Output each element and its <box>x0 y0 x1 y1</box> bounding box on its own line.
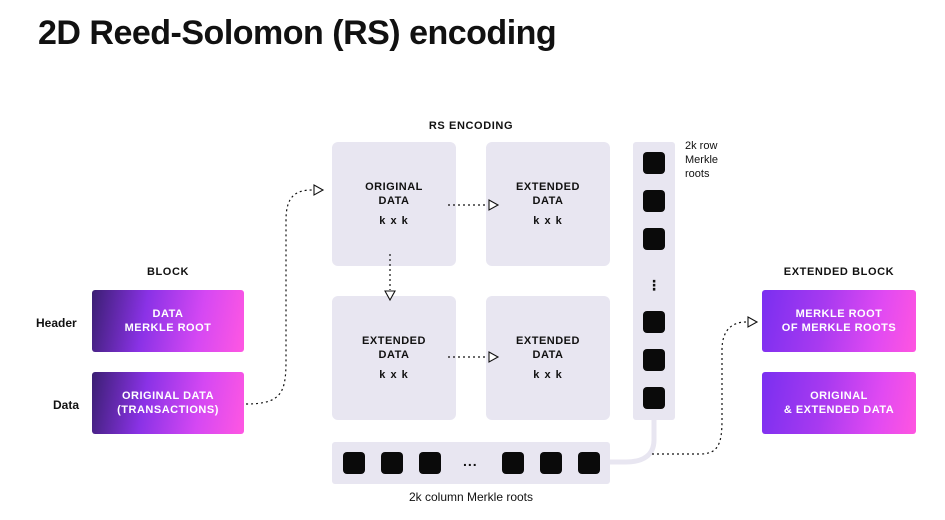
data-merkle-root-line-1: DATA <box>152 308 184 320</box>
column-merkle-roots-strip <box>332 442 610 484</box>
page-title: 2D Reed-Solomon (RS) encoding <box>38 14 557 52</box>
column-roots-ellipsis: ... <box>463 453 478 469</box>
strips-joining-connector <box>610 420 657 465</box>
extended-tr-dims: k x k <box>533 215 563 227</box>
extended-br-dims: k x k <box>533 369 563 381</box>
row-note-line-3: roots <box>685 168 710 180</box>
data-to-original-connector <box>245 189 313 405</box>
row-root-square <box>643 311 665 333</box>
column-merkle-roots-caption: 2k column Merkle roots <box>408 490 534 504</box>
row-root-square <box>643 349 665 371</box>
row-root-square <box>643 152 665 174</box>
extended-bl-line-1: EXTENDED <box>362 335 426 347</box>
extended-block-label: EXTENDED BLOCK <box>783 266 895 278</box>
extended-data-cell-bottom-right: EXTENDED DATA k x k <box>486 296 610 420</box>
data-merkle-root-box: DATA MERKLE ROOT <box>92 290 244 352</box>
row-note-line-2: Merkle <box>685 154 719 166</box>
row-note-line-1: 2k row <box>685 140 718 152</box>
row-root-square <box>643 387 665 409</box>
original-cell-line-2: DATA <box>378 195 410 207</box>
original-data-line-2: (TRANSACTIONS) <box>117 404 219 416</box>
column-root-square <box>502 452 524 474</box>
column-root-square <box>540 452 562 474</box>
merkle-root-line-2: OF MERKLE ROOTS <box>781 322 897 334</box>
original-to-extended-down-arrowhead <box>384 290 396 302</box>
data-row-label: Data <box>53 398 80 412</box>
rs-encoding-label: RS ENCODING <box>428 120 514 132</box>
row-root-square <box>643 228 665 250</box>
row-merkle-roots-strip <box>633 142 675 420</box>
data-merkle-root-line-2: MERKLE ROOT <box>124 322 212 334</box>
row-roots-ellipsis: ⋮ <box>647 277 661 293</box>
column-root-square <box>578 452 600 474</box>
extended-tr-line-2: DATA <box>532 195 564 207</box>
orig-ext-line-1: ORIGINAL <box>810 390 868 402</box>
merkle-root-line-1: MERKLE ROOT <box>795 308 883 320</box>
roots-to-extended-block-connector <box>652 321 747 455</box>
merkle-root-of-merkle-roots-box: MERKLE ROOT OF MERKLE ROOTS <box>762 290 916 352</box>
orig-ext-line-2: & EXTENDED DATA <box>783 404 895 416</box>
original-extended-data-box: ORIGINAL & EXTENDED DATA <box>762 372 916 434</box>
original-data-cell: ORIGINAL DATA k x k <box>332 142 456 266</box>
extended-br-line-1: EXTENDED <box>516 335 580 347</box>
original-cell-dims: k x k <box>379 215 409 227</box>
original-cell-line-1: ORIGINAL <box>365 181 423 193</box>
data-to-original-arrowhead <box>313 184 325 196</box>
original-to-extended-right-arrowhead <box>488 199 500 211</box>
original-data-transactions-box: ORIGINAL DATA (TRANSACTIONS) <box>92 372 244 434</box>
block-label: BLOCK <box>146 266 190 278</box>
row-root-square <box>643 190 665 212</box>
extended-bl-line-2: DATA <box>378 349 410 361</box>
original-data-line-1: ORIGINAL DATA <box>121 390 215 402</box>
extended-tr-line-1: EXTENDED <box>516 181 580 193</box>
extended-data-cell-top-right: EXTENDED DATA k x k <box>486 142 610 266</box>
extended-br-line-2: DATA <box>532 349 564 361</box>
extended-data-cell-bottom-left: EXTENDED DATA k x k <box>332 296 456 420</box>
extended-bl-dims: k x k <box>379 369 409 381</box>
extended-to-extended-arrowhead <box>488 351 500 363</box>
roots-to-extended-block-arrowhead <box>747 316 759 328</box>
column-root-square <box>343 452 365 474</box>
header-row-label: Header <box>36 316 77 330</box>
column-root-square <box>419 452 441 474</box>
row-merkle-roots-note: 2k row Merkle roots <box>685 139 718 181</box>
column-root-square <box>381 452 403 474</box>
